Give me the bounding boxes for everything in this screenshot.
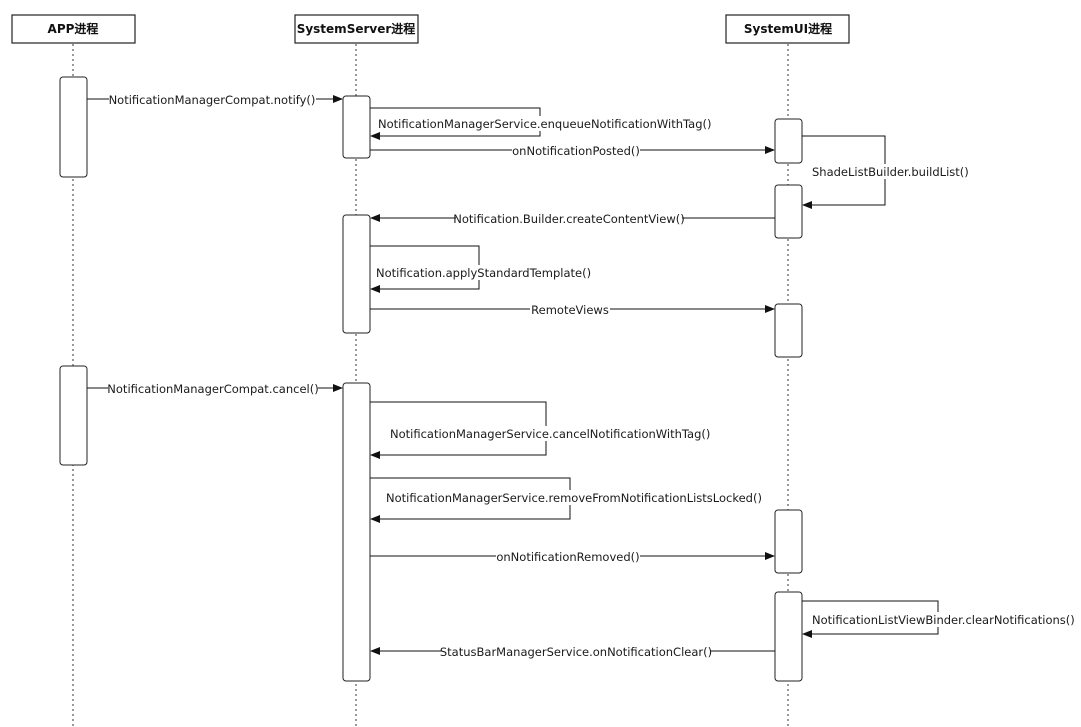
activation-app-1: [59, 76, 88, 178]
activation-ui-2: [774, 184, 803, 239]
activation-ui-5: [774, 591, 803, 682]
participant-system-server-label: SystemServer进程: [297, 21, 416, 36]
message-cancel-notification: NotificationManagerService.cancelNotific…: [370, 401, 710, 459]
message-clear-notifications: NotificationListViewBinder.clearNotifica…: [802, 600, 1075, 638]
message-status-bar-clear-label: StatusBarManagerService.onNotificationCl…: [440, 645, 712, 659]
message-compat-cancel: NotificationManagerCompat.cancel(): [87, 381, 343, 396]
participant-system-ui: SystemUI进程: [725, 14, 850, 44]
activation-ui-4: [774, 509, 803, 574]
message-enqueue-notification-label: NotificationManagerService.enqueueNotifi…: [378, 117, 711, 131]
message-create-content-view-label: Notification.Builder.createContentView(): [453, 212, 684, 226]
message-remote-views: RemoteViews: [370, 302, 775, 317]
message-compat-notify-label: NotificationManagerCompat.notify(): [109, 93, 316, 107]
message-on-notification-posted-label: onNotificationPosted(): [512, 144, 640, 158]
message-remove-from-lists-label: NotificationManagerService.removeFromNot…: [386, 491, 762, 505]
message-shade-build-list: ShadeListBuilder.buildList(): [802, 135, 969, 209]
activation-ui-3: [774, 303, 803, 358]
message-status-bar-clear: StatusBarManagerService.onNotificationCl…: [370, 644, 775, 659]
message-compat-notify: NotificationManagerCompat.notify(): [87, 92, 343, 107]
participant-app-label: APP进程: [48, 21, 99, 36]
activation-server-2: [342, 214, 371, 334]
message-on-notification-removed-label: onNotificationRemoved(): [496, 550, 639, 564]
participant-system-ui-label: SystemUI进程: [744, 21, 832, 36]
message-apply-standard-template: Notification.applyStandardTemplate(): [370, 245, 591, 293]
message-on-notification-posted: onNotificationPosted(): [370, 143, 775, 158]
message-enqueue-notification: NotificationManagerService.enqueueNotifi…: [370, 107, 711, 140]
participant-app: APP进程: [11, 14, 136, 44]
message-remove-from-lists: NotificationManagerService.removeFromNot…: [370, 477, 762, 523]
message-apply-standard-template-label: Notification.applyStandardTemplate(): [376, 266, 591, 280]
message-clear-notifications-label: NotificationListViewBinder.clearNotifica…: [812, 613, 1075, 627]
activation-server-3: [342, 382, 371, 682]
participant-system-server: SystemServer进程: [294, 14, 419, 44]
message-cancel-notification-label: NotificationManagerService.cancelNotific…: [390, 427, 710, 441]
message-compat-cancel-label: NotificationManagerCompat.cancel(): [107, 382, 318, 396]
message-shade-build-list-label: ShadeListBuilder.buildList(): [812, 165, 969, 179]
activation-ui-1: [774, 118, 803, 164]
activation-server-1: [342, 95, 371, 159]
activation-app-2: [59, 365, 88, 466]
message-on-notification-removed: onNotificationRemoved(): [370, 549, 775, 564]
message-remote-views-label: RemoteViews: [531, 303, 609, 317]
message-create-content-view: Notification.Builder.createContentView(): [370, 211, 775, 226]
